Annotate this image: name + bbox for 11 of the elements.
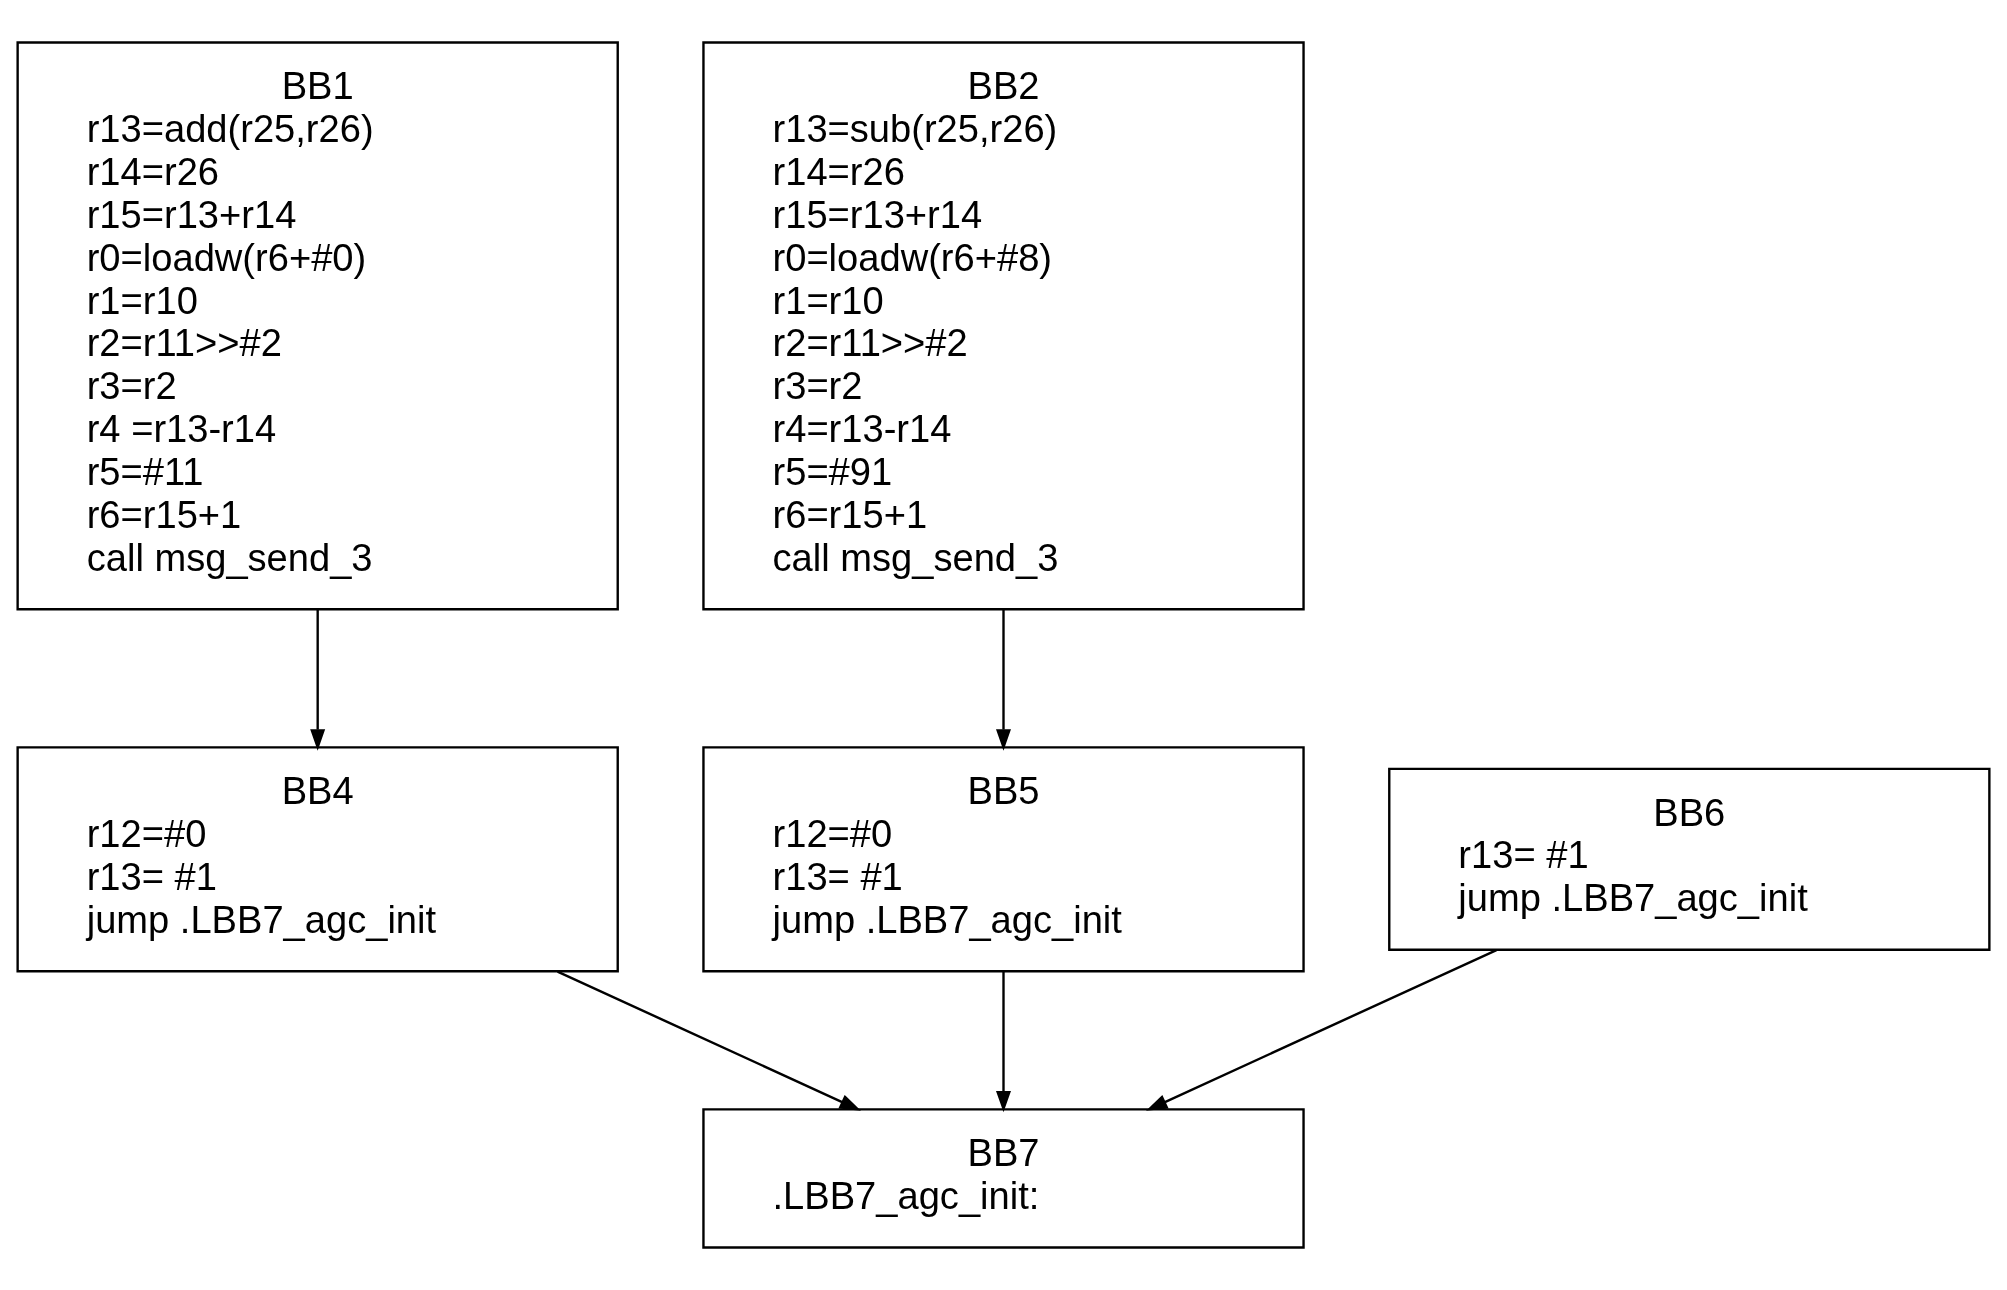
arrow: [996, 971, 1011, 1113]
arrow: [996, 609, 1011, 751]
node-box: BB5 r12=#0 r13= #1 jump .LBB7_agc_init: [702, 746, 1305, 973]
node-box: BB2 r13=sub(r25,r26) r14=r26 r15=r13+r14 r0=loadw(r6+#8) r1=r10 r2=r11>>#2 r3=r2 r4=r13-r14 r5=#91 r6=r15+1 call msg_send_3: [702, 41, 1305, 611]
arrow: [310, 609, 326, 751]
node-box: BB1 r13=add(r25,r26) r14=r26 r15=r13+r14 r0=loadw(r6+#0) r1=r10 r2=r11>>#2 r3=r2 r4 =r13-r14 r5=#11 r6=r15+1 call msg_send_3: [16, 41, 619, 611]
node-box: BB7 .LBB7_agc_init:: [702, 1108, 1305, 1249]
node-box: BB6 r13= #1 jump .LBB7_agc_init: [1388, 767, 1991, 951]
arrow: [557, 970, 861, 1111]
arrow: [1146, 949, 1497, 1111]
node-box: BB4 r12=#0 r13= #1 jump .LBB7_agc_init: [16, 746, 619, 973]
